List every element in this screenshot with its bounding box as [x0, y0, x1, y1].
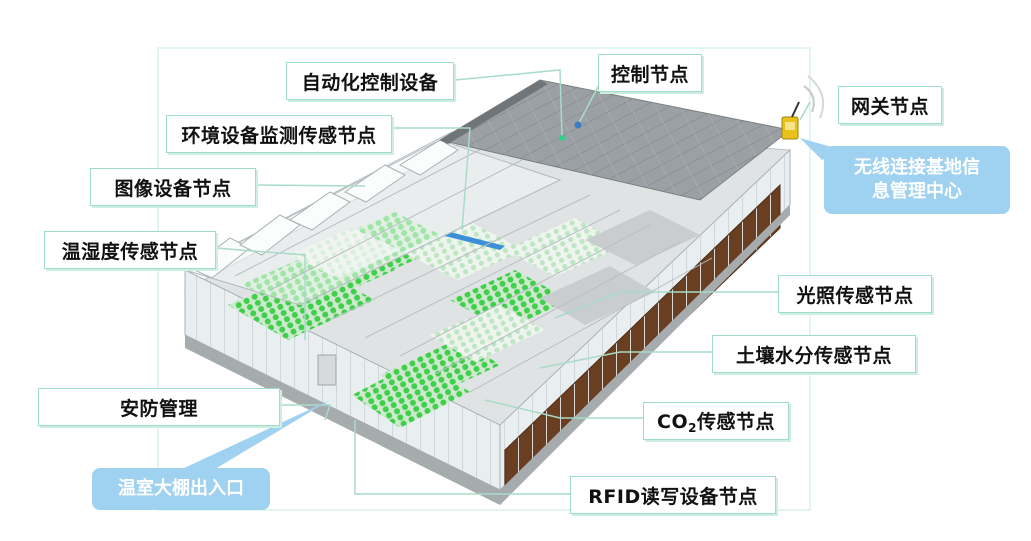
plant-bed: [430, 305, 545, 362]
auto-control-device-label: 自动化控制设备: [286, 62, 454, 100]
plant-bed: [352, 360, 470, 428]
env-monitor-sensor-label: 环境设备监测传感节点: [166, 115, 392, 153]
plant-bed: [585, 210, 700, 265]
gateway-device-icon: [781, 75, 824, 140]
co2-sensor-node-label: CO2传感节点: [643, 402, 789, 440]
control-node-label: 控制节点: [598, 54, 702, 92]
entrance-door: [317, 354, 337, 386]
entrance-callout: 温室大棚出入口: [92, 468, 270, 510]
rfid-device-node-label: RFID读写设备节点: [570, 476, 776, 514]
side-brown-panels: [504, 183, 781, 494]
wireless-callout-line1: 无线连接基地信: [854, 157, 980, 178]
plant-bed: [402, 222, 525, 280]
temp-humidity-sensor-label: 温湿度传感节点: [44, 231, 216, 269]
entrance-callout-tail: [180, 400, 330, 472]
gateway-node-label: 网关节点: [838, 86, 942, 124]
plant-bed: [505, 218, 625, 277]
image-device-node-label: 图像设备节点: [90, 168, 256, 206]
plant-bed: [540, 266, 655, 325]
security-management-label: 安防管理: [38, 388, 280, 426]
light-sensor-node-label: 光照传感节点: [778, 275, 932, 313]
wireless-callout-line2: 息管理中心: [872, 181, 962, 202]
leader-lines: [214, 69, 811, 495]
wireless-callout: 无线连接基地信 息管理中心: [824, 146, 1010, 214]
water-trough: [445, 232, 505, 250]
soil-moisture-sensor-label: 土壤水分传感节点: [712, 335, 916, 373]
